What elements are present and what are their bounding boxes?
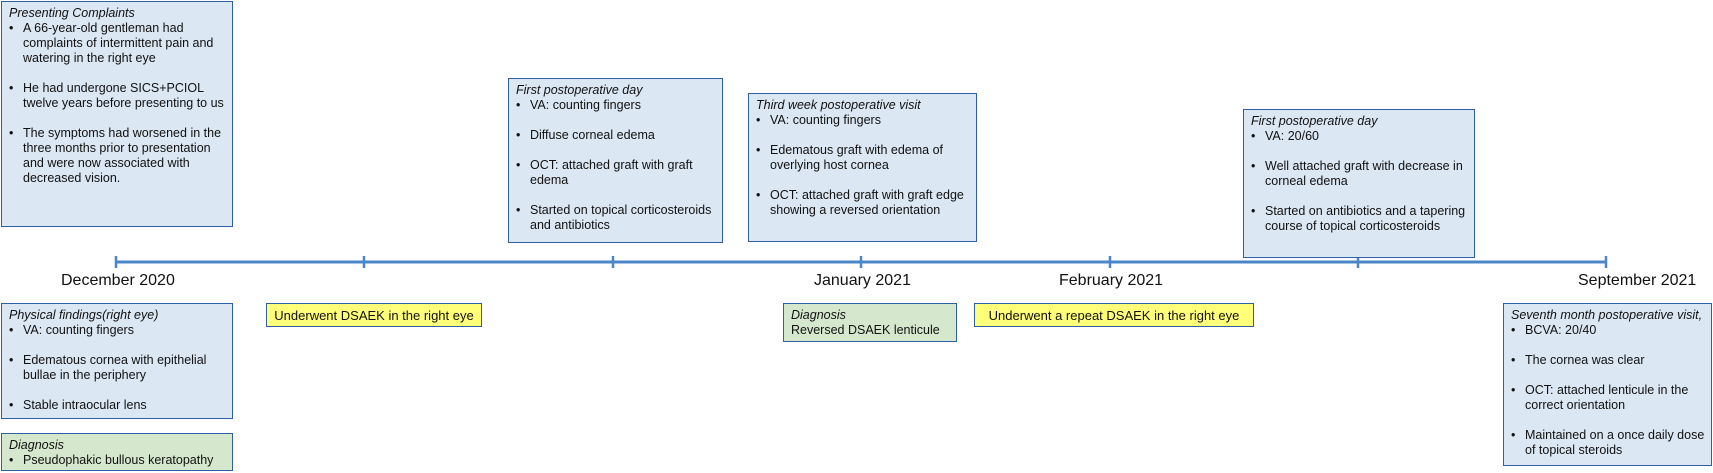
first-postop-day-list-1: VA: counting fingers Diffuse corneal ede… [516, 98, 716, 233]
list-item: A 66-year-old gentleman had complaints o… [9, 21, 226, 66]
first-postop-day-list-2: VA: 20/60 Well attached graft with decre… [1251, 129, 1468, 234]
diagnosis-heading-1: Diagnosis [9, 438, 64, 452]
list-item: The symptoms had worsened in the three m… [9, 126, 226, 186]
physical-findings-list: VA: counting fingers Edematous cornea wi… [9, 323, 226, 413]
date-january-2021: January 2021 [814, 272, 911, 289]
seventh-month-visit-heading: Seventh month postoperative visit, [1511, 308, 1703, 322]
first-postop-day-box-1: First postoperative day VA: counting fin… [508, 78, 723, 243]
list-item: Well attached graft with decrease in cor… [1251, 159, 1468, 189]
diagnosis-text-2: Reversed DSAEK lenticule [791, 323, 940, 337]
list-item: OCT: attached graft with graft edema [516, 158, 716, 188]
date-december-2020: December 2020 [61, 272, 175, 289]
presenting-complaints-box: Presenting Complaints A 66-year-old gent… [1, 1, 233, 227]
list-item: Diffuse corneal edema [516, 128, 716, 143]
list-item: The cornea was clear [1511, 353, 1705, 368]
diagnosis-box-2: Diagnosis Reversed DSAEK lenticule [783, 303, 957, 342]
list-item: Stable intraocular lens [9, 398, 226, 413]
diagnosis-box-1: Diagnosis Pseudophakic bullous keratopat… [1, 433, 233, 471]
list-item: Edematous cornea with epithelial bullae … [9, 353, 226, 383]
list-item: Pseudophakic bullous keratopathy [9, 453, 226, 468]
list-item: He had undergone SICS+PCIOL twelve years… [9, 81, 226, 111]
third-week-visit-box: Third week postoperative visit VA: count… [748, 93, 977, 242]
seventh-month-visit-box: Seventh month postoperative visit, BCVA:… [1503, 303, 1712, 466]
list-item: VA: counting fingers [756, 113, 970, 128]
list-item: VA: 20/60 [1251, 129, 1468, 144]
physical-findings-heading: Physical findings(right eye) [9, 308, 159, 322]
third-week-visit-list: VA: counting fingers Edematous graft wit… [756, 113, 970, 218]
list-item: OCT: attached graft with graft edge show… [756, 188, 970, 218]
list-item: Maintained on a once daily dose of topic… [1511, 428, 1705, 458]
surgery-box-1: Underwent DSAEK in the right eye [266, 303, 482, 327]
list-item: OCT: attached lenticule in the correct o… [1511, 383, 1705, 413]
list-item: BCVA: 20/40 [1511, 323, 1705, 338]
first-postop-day-heading-2: First postoperative day [1251, 114, 1378, 128]
first-postop-day-heading-1: First postoperative day [516, 83, 643, 97]
list-item: Started on topical corticosteroids and a… [516, 203, 716, 233]
list-item: VA: counting fingers [516, 98, 716, 113]
list-item: Started on antibiotics and a tapering co… [1251, 204, 1468, 234]
diagnosis-list-1: Pseudophakic bullous keratopathy [9, 453, 226, 468]
diagnosis-heading-2: Diagnosis [791, 308, 846, 322]
physical-findings-box: Physical findings(right eye) VA: countin… [1, 303, 233, 419]
date-february-2021: February 2021 [1059, 272, 1164, 289]
date-september-2021: September 2021 [1578, 272, 1697, 289]
list-item: VA: counting fingers [9, 323, 226, 338]
list-item: Edematous graft with edema of overlying … [756, 143, 970, 173]
presenting-complaints-heading: Presenting Complaints [9, 6, 135, 20]
third-week-visit-heading: Third week postoperative visit [756, 98, 921, 112]
presenting-complaints-list: A 66-year-old gentleman had complaints o… [9, 21, 226, 186]
seventh-month-visit-list: BCVA: 20/40 The cornea was clear OCT: at… [1511, 323, 1705, 458]
first-postop-day-box-2: First postoperative day VA: 20/60 Well a… [1243, 109, 1475, 258]
surgery-box-2: Underwent a repeat DSAEK in the right ey… [974, 303, 1254, 327]
